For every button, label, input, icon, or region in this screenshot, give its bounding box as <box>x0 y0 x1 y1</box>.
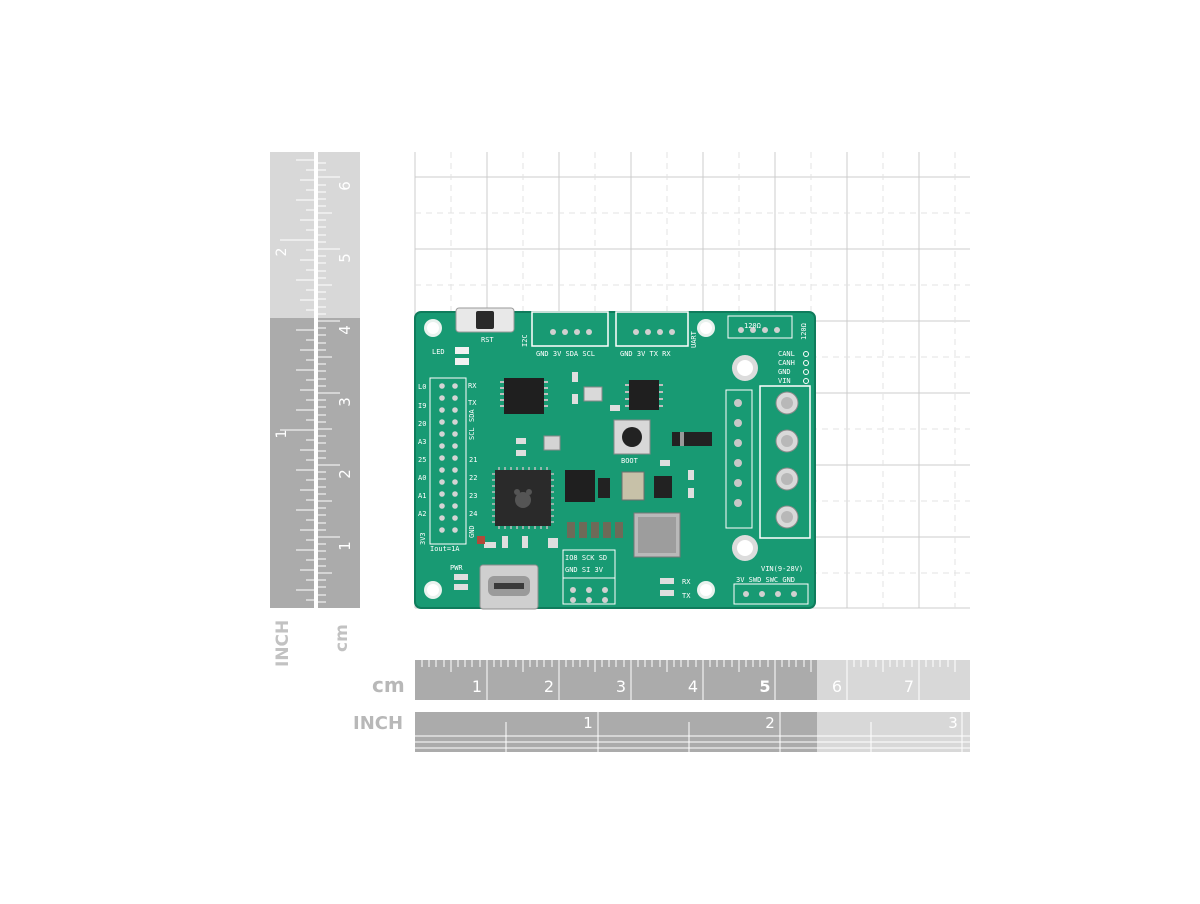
vertical-inch-tick-1: 1 <box>274 430 290 439</box>
can-label-canl: CANL <box>778 350 795 358</box>
i2c-connector <box>531 311 609 347</box>
horizontal-cm-tick-3: 3 <box>616 677 626 696</box>
horizontal-cm-tick-7: 7 <box>904 677 914 696</box>
horizontal-inch-ruler: 1 2 3 INCH <box>353 712 970 752</box>
tx-label: TX <box>682 592 691 600</box>
left-header-label-i9: I9 <box>418 402 426 410</box>
uart-label: UART <box>690 330 698 348</box>
horizontal-cm-tick-1: 1 <box>472 677 482 696</box>
boot-label: BOOT <box>621 457 639 465</box>
horizontal-inch-unit: INCH <box>353 713 403 734</box>
can-label-vin: VIN <box>778 377 791 385</box>
horizontal-inch-tick-1: 1 <box>583 714 593 732</box>
horizontal-cm-tick-4: 4 <box>688 677 698 696</box>
termination-jumper <box>727 315 793 339</box>
vertical-cm-tick-5: 5 <box>336 253 354 263</box>
pwr-label: PWR <box>450 564 463 572</box>
right-header-label-22: 22 <box>469 474 477 482</box>
vin-range-label: VIN(9-28V) <box>761 565 803 573</box>
left-header-label-a0: A0 <box>418 474 426 482</box>
right-header-label-24: 24 <box>469 510 477 518</box>
r120-side-label: 120Ω <box>800 323 808 340</box>
horizontal-inch-tick-3: 3 <box>948 714 958 732</box>
raspberry-logo <box>514 489 532 508</box>
horizontal-cm-tick-6: 6 <box>832 677 842 696</box>
middle-pin-header <box>562 549 616 605</box>
swd-pins-label: 3V SWD SWC GND <box>736 576 795 584</box>
right-header-label-21: 21 <box>469 456 477 464</box>
usb-port <box>479 564 539 610</box>
left-header-label-3v3: 3V3 <box>419 532 427 545</box>
left-header-label-l0: L0 <box>418 383 426 391</box>
uart-connector <box>615 311 689 347</box>
vertical-cm-unit: cm <box>332 624 352 652</box>
uart-pins-label: GND 3V TX RX <box>620 350 671 358</box>
swd-header <box>733 583 809 605</box>
left-header-label-a1: A1 <box>418 492 426 500</box>
vertical-cm-tick-4: 4 <box>336 325 354 335</box>
mid-header-bottom-label: GND SI 3V <box>565 566 604 574</box>
left-pin-header <box>429 377 467 545</box>
vertical-cm-tick-1: 1 <box>336 541 354 551</box>
i2c-label: I2C <box>521 334 529 347</box>
can-label-canh: CANH <box>778 359 795 367</box>
right-header-label-tx: TX <box>468 399 477 407</box>
rst-label: RST <box>481 336 494 344</box>
i2c-pins-label: GND 3V SDA SCL <box>536 350 595 358</box>
vertical-inch-unit: INCH <box>273 620 293 667</box>
right-header-label-scl: SCL <box>468 427 476 440</box>
horizontal-cm-ruler: 1 2 3 4 5 6 7 cm <box>372 660 970 700</box>
left-header-label-25: 25 <box>418 456 426 464</box>
left-header-label-a3: A3 <box>418 438 426 446</box>
screw-terminal <box>725 385 811 539</box>
vertical-cm-tick-6: 6 <box>336 181 354 191</box>
right-header-label-gnd: GND <box>468 525 476 538</box>
horizontal-cm-unit: cm <box>372 673 405 697</box>
right-header-label-rx: RX <box>468 382 477 390</box>
vertical-cm-tick-2: 2 <box>336 469 354 479</box>
vertical-inch-ruler: 1 2 INCH <box>270 152 314 667</box>
reset-button <box>455 307 515 333</box>
vertical-inch-tick-2: 2 <box>274 248 290 257</box>
can-label-gnd: GND <box>778 368 791 376</box>
right-header-label-23: 23 <box>469 492 477 500</box>
horizontal-cm-tick-5: 5 <box>759 677 770 696</box>
vertical-cm-ruler: 1 2 3 4 5 6 cm <box>318 152 360 652</box>
mid-header-top-label: IO8 SCK SD <box>565 554 607 562</box>
left-header-label-20: 20 <box>418 420 426 428</box>
left-header-label-a2: A2 <box>418 510 426 518</box>
mounting-holes <box>424 319 758 599</box>
pcb-board: RST LED I2C GND 3V SDA SCL UART GND 3V T… <box>414 307 816 610</box>
horizontal-cm-tick-2: 2 <box>544 677 554 696</box>
horizontal-inch-tick-2: 2 <box>765 714 775 732</box>
right-header-label-sda: SDA <box>468 409 476 422</box>
vertical-cm-tick-3: 3 <box>336 397 354 407</box>
iout-label: Iout=1A <box>430 545 460 553</box>
rx-label: RX <box>682 578 691 586</box>
components <box>454 372 712 596</box>
led-label: LED <box>432 348 445 356</box>
r120-top-label: 120Ω <box>744 322 761 330</box>
